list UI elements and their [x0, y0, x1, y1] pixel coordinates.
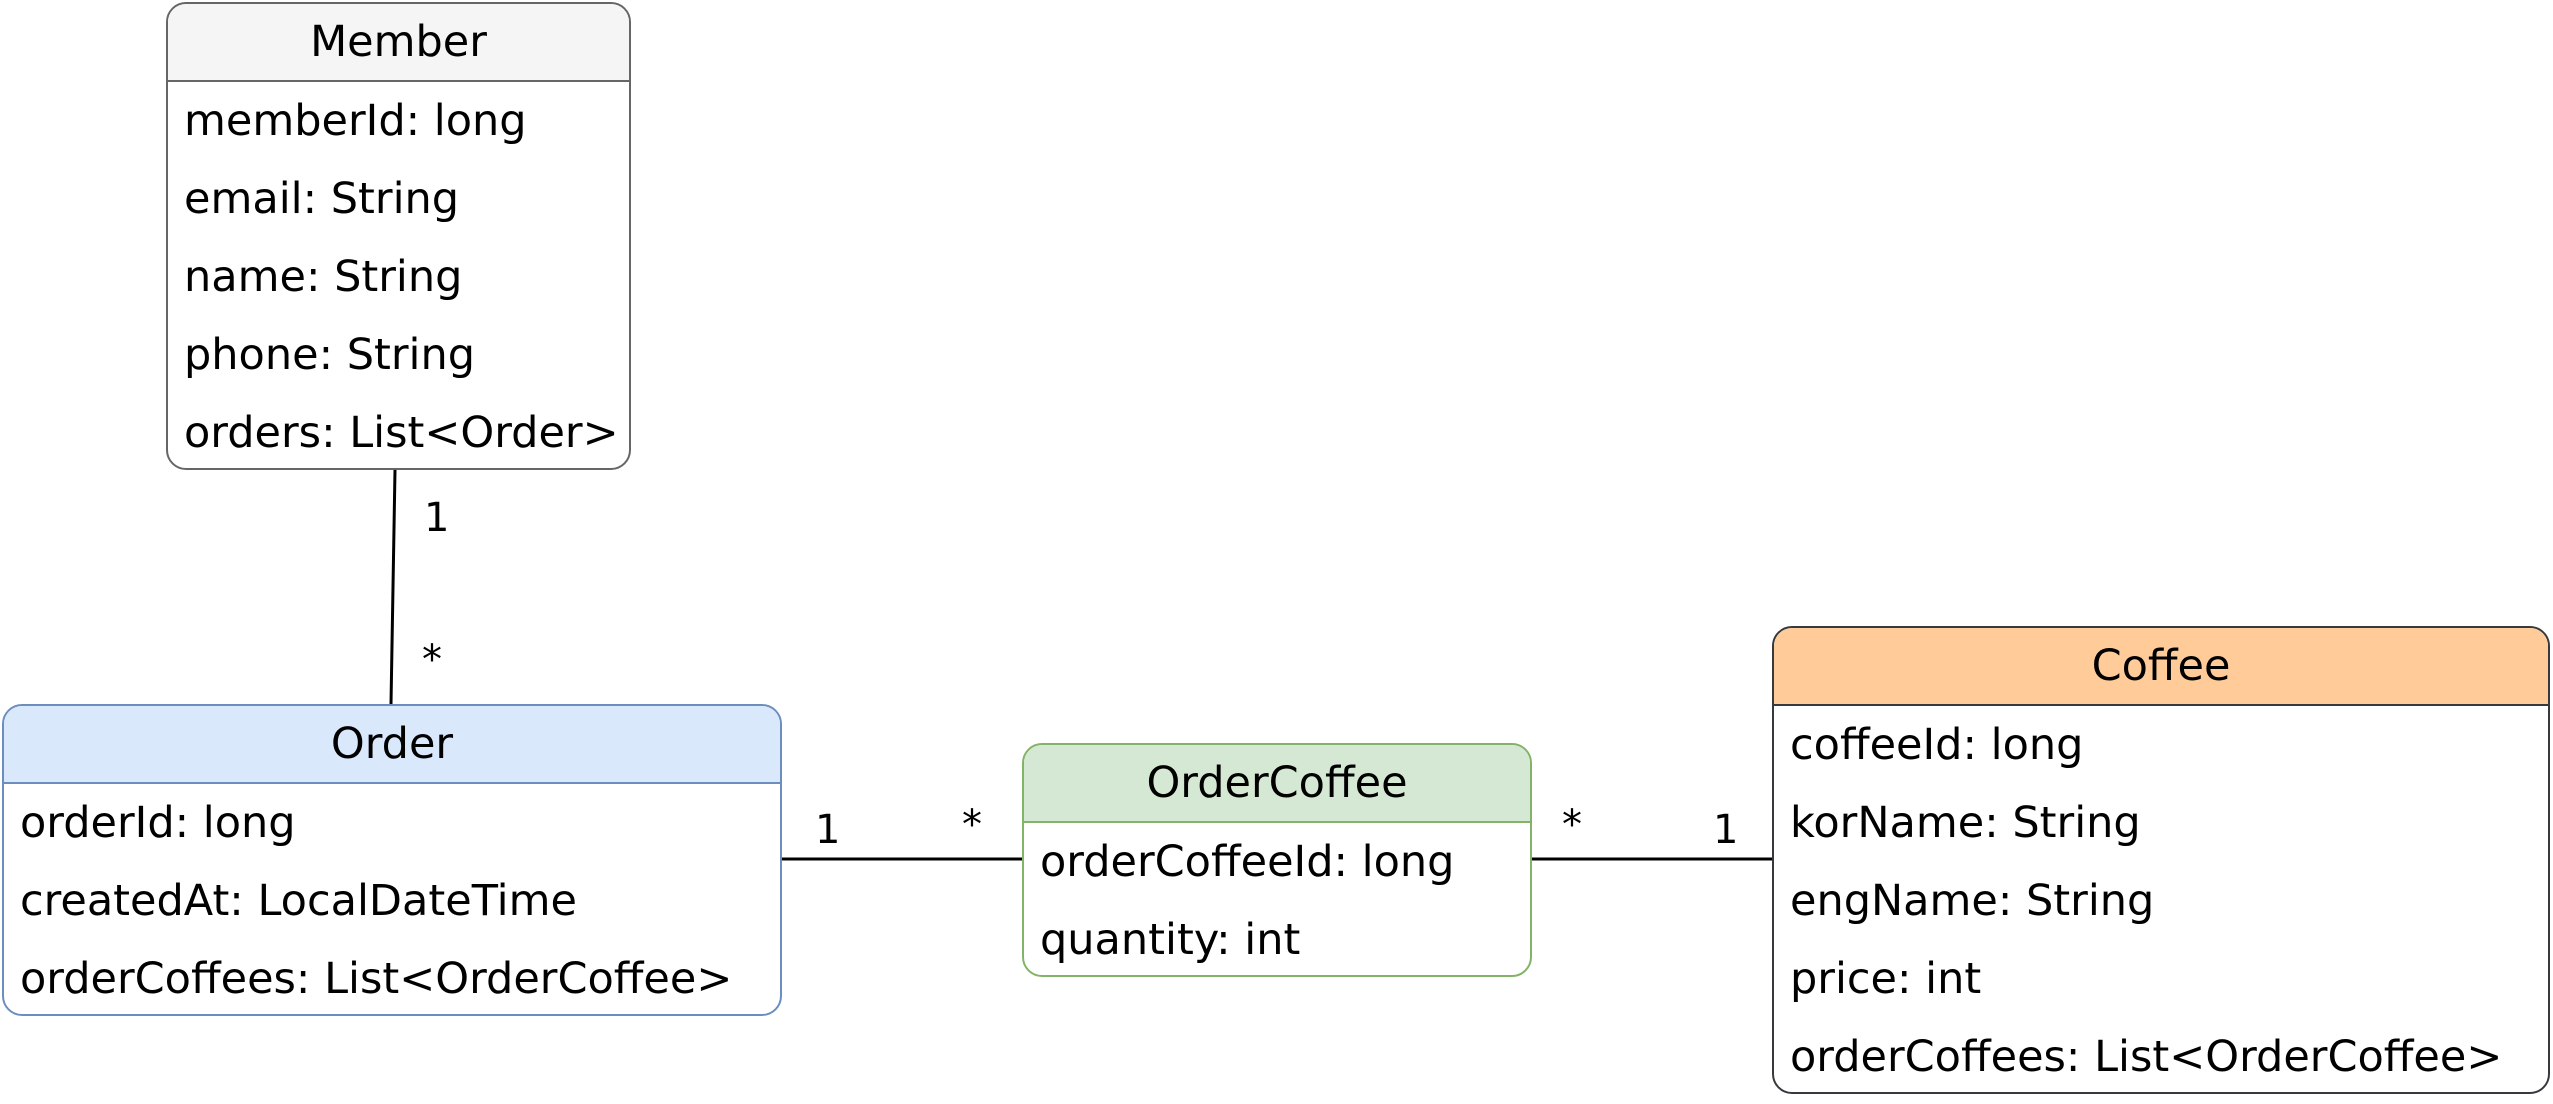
- class-order-attribute: orderId: long: [20, 798, 296, 848]
- multiplicity-order-many: *: [422, 637, 442, 683]
- class-member-attribute: phone: String: [184, 330, 476, 380]
- class-member-attribute: memberId: long: [184, 96, 527, 146]
- class-member-name: Member: [310, 17, 487, 67]
- multiplicity-ordercoffee-many-left: *: [962, 802, 982, 848]
- class-order-coffee-header: OrderCoffee: [1024, 745, 1530, 823]
- class-coffee-attributes: coffeeId: long korName: String engName: …: [1774, 706, 2548, 1092]
- class-order-attribute: orderCoffees: List<OrderCoffee>: [20, 954, 733, 1004]
- class-coffee-attribute: korName: String: [1790, 798, 2141, 848]
- class-order-attributes: orderId: long createdAt: LocalDateTime o…: [4, 784, 780, 1014]
- class-member-attribute: orders: List<Order>: [184, 408, 619, 458]
- class-member-attribute: email: String: [184, 174, 460, 224]
- member-order-connector: [389, 469, 397, 705]
- class-order-coffee-attribute: quantity: int: [1040, 915, 1301, 965]
- class-coffee-name: Coffee: [2091, 641, 2231, 691]
- class-order-coffee-attribute: orderCoffeeId: long: [1040, 837, 1455, 887]
- class-member-header: Member: [168, 4, 629, 82]
- class-order-coffee-name: OrderCoffee: [1146, 758, 1408, 808]
- class-coffee[interactable]: Coffee coffeeId: long korName: String en…: [1772, 626, 2550, 1094]
- class-coffee-attribute: orderCoffees: List<OrderCoffee>: [1790, 1032, 2503, 1082]
- class-order-coffee-attributes: orderCoffeeId: long quantity: int: [1024, 823, 1530, 975]
- class-member-attributes: memberId: long email: String name: Strin…: [168, 82, 629, 468]
- multiplicity-order-one: 1: [815, 807, 841, 853]
- class-order[interactable]: Order orderId: long createdAt: LocalDate…: [2, 704, 782, 1016]
- class-member[interactable]: Member memberId: long email: String name…: [166, 2, 631, 470]
- class-order-header: Order: [4, 706, 780, 784]
- multiplicity-member-one: 1: [424, 495, 450, 541]
- class-coffee-header: Coffee: [1774, 628, 2548, 706]
- class-order-coffee[interactable]: OrderCoffee orderCoffeeId: long quantity…: [1022, 743, 1532, 977]
- class-coffee-attribute: price: int: [1790, 954, 1982, 1004]
- class-coffee-attribute: engName: String: [1790, 876, 2155, 926]
- multiplicity-ordercoffee-many-right: *: [1562, 802, 1582, 848]
- multiplicity-coffee-one: 1: [1713, 807, 1739, 853]
- class-order-name: Order: [330, 719, 454, 769]
- class-coffee-attribute: coffeeId: long: [1790, 720, 2084, 770]
- class-member-attribute: name: String: [184, 252, 463, 302]
- class-order-attribute: createdAt: LocalDateTime: [20, 876, 577, 926]
